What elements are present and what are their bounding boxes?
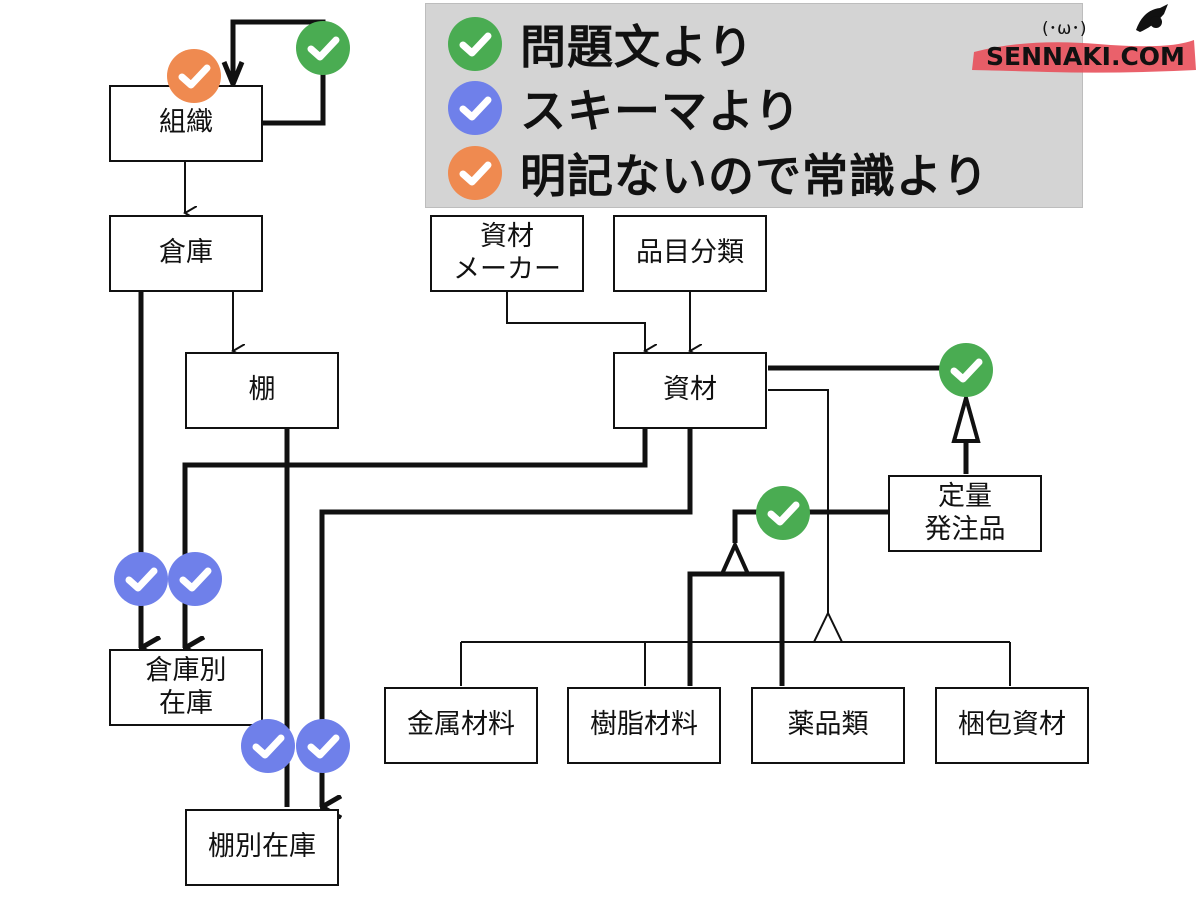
blue-check-icon <box>114 552 168 606</box>
shizai-soukobetsu-relation <box>182 428 648 648</box>
teiryou-subtype-generalization <box>687 509 888 686</box>
entity-souko: 倉庫 <box>109 215 263 292</box>
entity-yakuhinrui: 薬品類 <box>751 687 905 764</box>
green-check-icon <box>756 486 810 540</box>
legend-item-orange: 明記ないので常識より <box>448 140 989 206</box>
entity-soukobetsu-zaiko: 倉庫別 在庫 <box>109 649 263 726</box>
green-check-icon <box>448 17 502 71</box>
legend-item-green: 問題文より <box>448 11 754 77</box>
logo-brush-stroke <box>972 4 1196 73</box>
entity-teiryou-hacchuhin: 定量 発注品 <box>888 475 1042 552</box>
legend-label: 明記ないので常識より <box>520 149 990 203</box>
green-check-icon <box>296 21 350 75</box>
logo-text: SENNAKI.COM <box>986 42 1185 71</box>
blue-check-icon <box>448 81 502 135</box>
orange-check-icon <box>448 146 502 200</box>
blue-check-icon <box>241 719 295 773</box>
entity-shizai: 資材 <box>613 352 767 429</box>
maker-shizai-relation <box>506 292 645 351</box>
entity-tana: 棚 <box>185 352 339 429</box>
orange-check-icon <box>167 49 221 103</box>
entity-hinmoku-bunrui: 品目分類 <box>613 215 767 292</box>
legend-label: スキーマより <box>520 84 802 138</box>
logo-face: (･ω･) <box>1042 19 1087 39</box>
legend-label: 問題文より <box>520 20 755 74</box>
shizai-subtype-generalization <box>460 389 1011 686</box>
shizai-tanabetsu-relation <box>319 428 693 807</box>
entity-tanabetsu-zaiko: 棚別在庫 <box>185 809 339 886</box>
legend: 問題文より スキーマより 明記ないので常識より <box>425 3 1083 208</box>
site-logo: (･ω･) SENNAKI.COM <box>968 0 1200 82</box>
green-check-icon <box>939 343 993 397</box>
entity-kinzoku-zairyo: 金属材料 <box>384 687 538 764</box>
blue-check-icon <box>168 552 222 606</box>
entity-shizai-maker: 資材 メーカー <box>430 215 584 292</box>
entity-jushi-zairyo: 樹脂材料 <box>567 687 721 764</box>
legend-item-blue: スキーマより <box>448 75 801 141</box>
entity-konpou-shizai: 梱包資材 <box>935 687 1089 764</box>
blue-check-icon <box>296 719 350 773</box>
